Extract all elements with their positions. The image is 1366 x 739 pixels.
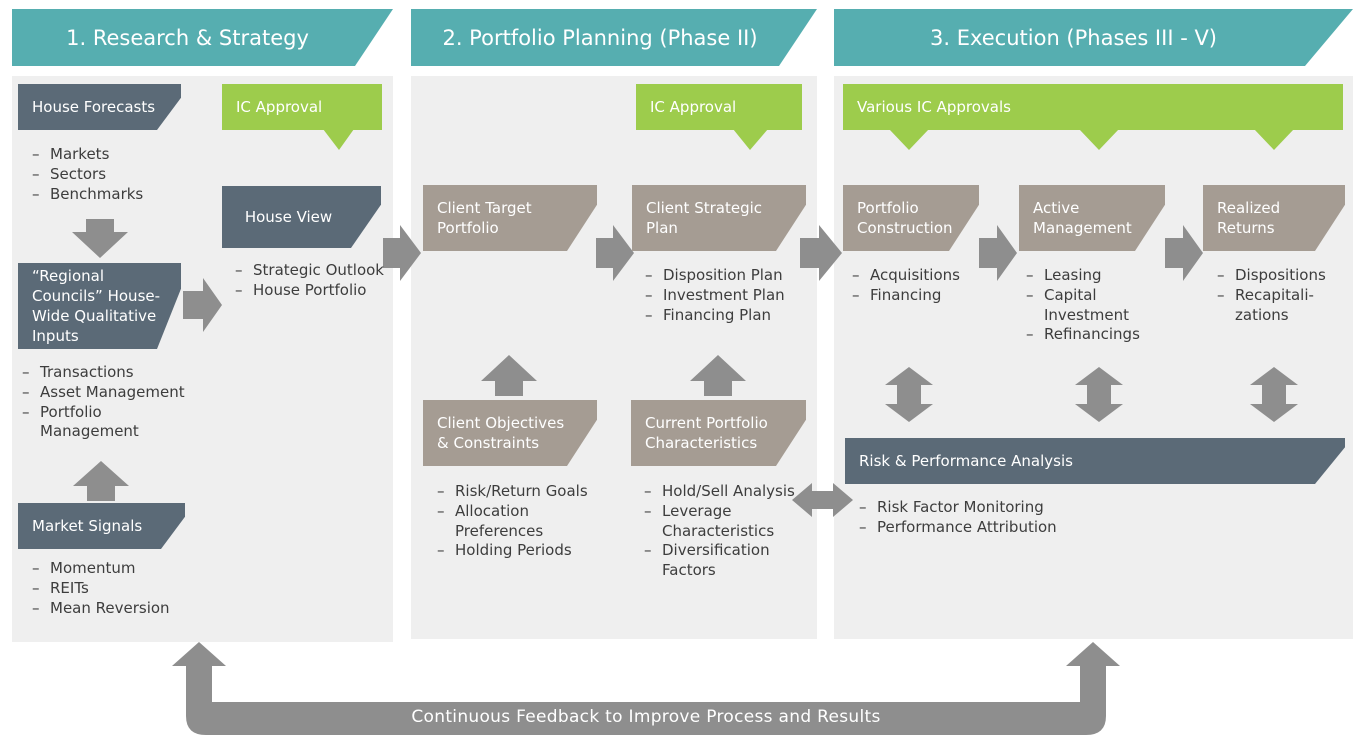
list-item: Strategic Outlook [235,261,385,281]
various-ic-approvals-callout: Various IC Approvals [843,84,1343,130]
list-item: Capital Investment [1026,286,1161,326]
risk-performance-list: Risk Factor Monitoring Performance Attri… [859,498,1109,538]
list-item: Acquisitions [852,266,977,286]
box-label: House Forecasts [32,98,156,116]
list-item: Holding Periods [437,541,597,561]
arrow-down-forecasts [72,219,128,258]
callout-label: Various IC Approvals [857,98,1011,116]
box-label: Client Objectives & Constraints [437,414,565,452]
arrow-right-construction-active [979,225,1017,281]
box-label: Active Management [1033,199,1132,237]
arrow-up-signals [73,461,129,501]
client-strategic-box: Client Strategic Plan [632,185,806,251]
box-label: Client Target Portfolio [437,199,532,237]
realized-returns-box: Realized Returns [1203,185,1345,251]
callout-tail [1079,129,1119,150]
callout-tail [733,129,768,150]
arrow-double-current-risk [792,483,853,517]
list-item: Performance Attribution [859,518,1109,538]
regional-councils-box: “Regional Councils” House-Wide Qualitati… [18,263,181,349]
box-label: “Regional Councils” House-Wide Qualitati… [32,267,161,345]
list-item: Dispositions [1217,266,1327,286]
phase-title: 1. Research & Strategy [66,25,309,50]
box-label: Risk & Performance Analysis [859,452,1073,470]
arrow-double-construction [885,367,933,422]
list-item: Disposition Plan [645,266,810,286]
list-item: Leasing [1026,266,1161,286]
box-label: Portfolio Construction [857,199,953,237]
current-portfolio-box: Current Portfolio Characteristics [631,400,806,466]
box-label: Current Portfolio Characteristics [645,414,768,452]
callout-label: IC Approval [236,98,323,116]
list-item: House Portfolio [235,281,385,301]
current-portfolio-list: Hold/Sell Analysis Leverage Characterist… [644,482,799,581]
list-item: Refinancings [1026,325,1161,345]
portfolio-construction-list: Acquisitions Financing [852,266,977,306]
list-item: Financing [852,286,977,306]
active-management-box: Active Management [1019,185,1165,251]
list-item: Recapitali-zations [1217,286,1327,326]
client-objectives-list: Risk/Return Goals Allocation Preferences… [437,482,597,561]
phase-header-research: 1. Research & Strategy [12,9,393,66]
realized-returns-list: Dispositions Recapitali-zations [1217,266,1327,325]
list-item: Risk/Return Goals [437,482,597,502]
arrow-right-target-strategic [596,225,634,281]
client-target-box: Client Target Portfolio [423,185,597,251]
market-signals-box: Market Signals [18,503,185,549]
arrow-right-councils [183,278,222,332]
list-item: Momentum [32,559,192,579]
arrow-right-col1-col2 [383,225,421,281]
arrow-up-current [690,355,746,396]
callout-tail [1254,129,1294,150]
feedback-loop-arrow [172,642,1120,735]
risk-performance-box: Risk & Performance Analysis [845,438,1345,484]
list-item: Leverage Characteristics [644,502,799,542]
house-view-box: House View [222,186,381,248]
arrow-up-objectives [481,355,537,396]
list-item: Risk Factor Monitoring [859,498,1109,518]
house-forecasts-box: House Forecasts [18,84,181,130]
callout-tail [323,129,354,150]
client-objectives-box: Client Objectives & Constraints [423,400,597,466]
arrow-right-active-realized [1165,225,1203,281]
list-item: Markets [32,145,182,165]
regional-councils-list: Transactions Asset Management Portfolio … [22,363,192,442]
list-item: Benchmarks [32,185,182,205]
list-item: Allocation Preferences [437,502,597,542]
list-item: Asset Management [22,383,192,403]
client-strategic-list: Disposition Plan Investment Plan Financi… [645,266,810,325]
callout-label: IC Approval [650,98,737,116]
list-item: Sectors [32,165,182,185]
feedback-label: Continuous Feedback to Improve Process a… [411,707,881,727]
ic-approval-callout: IC Approval [222,84,382,130]
phase-header-planning: 2. Portfolio Planning (Phase II) [411,9,817,66]
list-item: Diversification Factors [644,541,799,581]
ic-approval-callout: IC Approval [636,84,802,130]
house-view-list: Strategic Outlook House Portfolio [235,261,385,301]
box-label: Client Strategic Plan [646,199,763,237]
box-label: Realized Returns [1217,199,1281,237]
list-item: REITs [32,579,192,599]
list-item: Financing Plan [645,306,810,326]
box-label: House View [244,208,333,226]
panel-execution [834,76,1353,639]
list-item: Portfolio Management [22,403,192,443]
phase-title: 3. Execution (Phases III - V) [929,25,1218,50]
callout-tail [889,129,929,150]
list-item: Transactions [22,363,192,383]
list-item: Investment Plan [645,286,810,306]
market-signals-list: Momentum REITs Mean Reversion [32,559,192,618]
phase-title: 2. Portfolio Planning (Phase II) [442,25,758,50]
box-label: Market Signals [32,517,143,535]
arrow-right-col2-col3 [800,225,842,281]
arrow-double-active [1075,367,1123,422]
phase-header-execution: 3. Execution (Phases III - V) [834,9,1353,66]
list-item: Hold/Sell Analysis [644,482,799,502]
house-forecasts-list: Markets Sectors Benchmarks [32,145,182,204]
list-item: Mean Reversion [32,599,192,619]
active-management-list: Leasing Capital Investment Refinancings [1026,266,1161,345]
arrow-double-realized [1250,367,1298,422]
